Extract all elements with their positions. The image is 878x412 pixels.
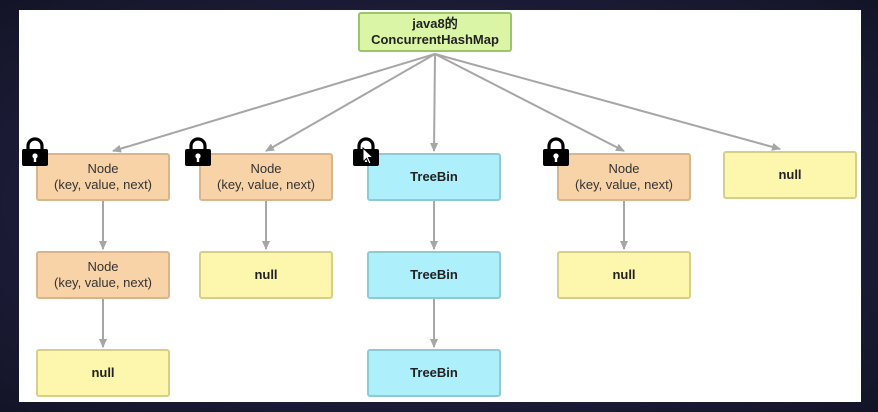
treebin-box-c3-r3: TreeBin xyxy=(367,349,501,397)
padlock-icon xyxy=(183,137,213,167)
null-box-c2-r2: null xyxy=(199,251,333,299)
root-arrow xyxy=(430,53,439,152)
box-label: Node xyxy=(87,161,119,176)
treebin-box-c3-r1: TreeBin xyxy=(367,153,501,201)
box-sublabel: (key, value, next) xyxy=(216,177,316,192)
root-arrow xyxy=(434,53,781,151)
box-sublabel: (key, value, next) xyxy=(574,177,674,192)
box-label: Node xyxy=(250,161,282,176)
null-box-c5-r1: null xyxy=(723,151,857,199)
diagram-canvas: java8的 ConcurrentHashMap Node(key, value… xyxy=(19,10,861,402)
box-label: null xyxy=(778,167,802,182)
box-sublabel: (key, value, next) xyxy=(53,177,153,192)
root-title-line1: java8的 xyxy=(412,16,458,31)
box-label: null xyxy=(254,267,278,282)
root-arrow xyxy=(112,53,436,153)
padlock-icon xyxy=(20,137,50,167)
root-arrow xyxy=(434,53,625,152)
node-box-c1-r1: Node(key, value, next) xyxy=(36,153,170,201)
box-sublabel: (key, value, next) xyxy=(53,275,153,290)
node-box-c4-r1: Node(key, value, next) xyxy=(557,153,691,201)
node-box-c1-r2: Node(key, value, next) xyxy=(36,251,170,299)
null-box-c4-r2: null xyxy=(557,251,691,299)
box-label: null xyxy=(91,365,115,380)
box-label: TreeBin xyxy=(410,169,458,184)
box-label: TreeBin xyxy=(410,365,458,380)
node-box-c2-r1: Node(key, value, next) xyxy=(199,153,333,201)
box-label: Node xyxy=(87,259,119,274)
root-arrow xyxy=(265,53,436,152)
root-title-line2: ConcurrentHashMap xyxy=(371,32,499,47)
padlock-icon xyxy=(541,137,571,167)
null-box-c1-r3: null xyxy=(36,349,170,397)
root-node: java8的 ConcurrentHashMap xyxy=(358,12,512,52)
watermark: 知乎 @谢尚会 xyxy=(722,371,856,395)
box-label: Node xyxy=(608,161,640,176)
connector-layer xyxy=(99,53,781,348)
mouse-cursor-icon xyxy=(362,146,375,170)
treebin-box-c3-r2: TreeBin xyxy=(367,251,501,299)
box-label: null xyxy=(612,267,636,282)
box-label: TreeBin xyxy=(410,267,458,282)
